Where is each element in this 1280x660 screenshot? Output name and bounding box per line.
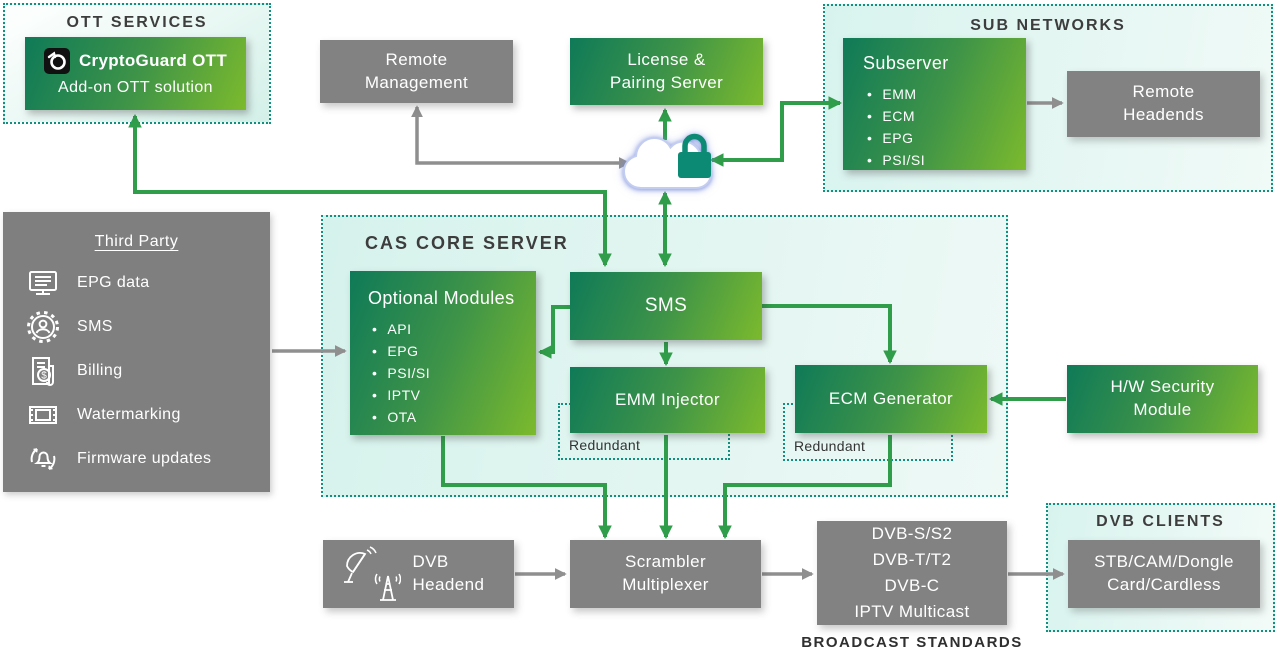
- hw-security-module-box: H/W Security Module: [1067, 365, 1258, 433]
- third-party-item-label: Firmware updates: [77, 450, 212, 467]
- license-pairing-server-box: License & Pairing Server: [570, 38, 763, 105]
- cryptoguard-logo-icon: [43, 48, 70, 75]
- arrow-ott-sms: [128, 113, 612, 268]
- dvb-headend-box: DVB Headend: [323, 540, 514, 608]
- subserver-item: EMM: [863, 83, 917, 105]
- optional-module-item: EPG: [368, 340, 418, 362]
- cloud-lock-icon: [622, 133, 713, 189]
- satellite-dish-antenna-icon: [343, 546, 401, 601]
- broadcast-standard-line: IPTV Multicast: [854, 602, 970, 621]
- cryptoguard-ott-box: CryptoGuard OTT Add-on OTT solution: [25, 37, 246, 110]
- third-party-item-watermarking: Watermarking: [3, 393, 270, 437]
- optional-modules-box: Optional Modules API EPG PSI/SI IPTV OTA: [350, 271, 536, 435]
- third-party-title: Third Party: [94, 233, 179, 250]
- arrow-optional-modules-scrambler: [441, 436, 612, 540]
- redundant-label: Redundant: [794, 438, 866, 454]
- broadcast-standards-box: DVB-S/S2 DVB-T/T2 DVB-C IPTV Multicast: [817, 521, 1007, 625]
- third-party-item-label: Billing: [77, 362, 123, 379]
- third-party-item-billing: $ Billing: [3, 349, 270, 393]
- subserver-item: ECM: [863, 105, 915, 127]
- secure-cloud: [615, 122, 719, 205]
- remote-headends-label: Remote Headends: [1123, 82, 1204, 124]
- remote-management-label: Remote Management: [364, 49, 469, 92]
- epg-data-icon: [29, 271, 57, 295]
- third-party-item-label: EPG data: [77, 274, 150, 291]
- subserver-item: PSI/SI: [863, 149, 925, 171]
- third-party-item-firmware: Firmware updates: [3, 437, 270, 481]
- redundant-label: Redundant: [569, 437, 641, 453]
- subserver-title: Subserver: [863, 53, 949, 73]
- third-party-item-sms: SMS: [3, 305, 270, 349]
- arrow-cloud-subserver: [709, 96, 843, 167]
- remote-headends-box: Remote Headends: [1067, 71, 1260, 137]
- optional-module-item: OTA: [368, 406, 417, 428]
- dvb-headend-label: DVB Headend: [412, 552, 485, 594]
- third-party-item-label: Watermarking: [77, 406, 181, 423]
- third-party-item-epg: EPG data: [3, 261, 270, 305]
- svg-text:$: $: [41, 371, 47, 382]
- cryptoguard-brand: CryptoGuard OTT: [78, 50, 228, 70]
- ott-services-title: OTT SERVICES: [66, 14, 208, 31]
- optional-module-item: API: [368, 318, 411, 340]
- scrambler-multiplexer-box: Scrambler Multiplexer: [570, 540, 761, 608]
- sms-box: SMS: [570, 272, 762, 340]
- arrow-sms-optional-modules: [537, 305, 570, 359]
- sms-gear-icon: [27, 311, 59, 343]
- sms-label: SMS: [644, 295, 688, 317]
- optional-module-item: IPTV: [368, 384, 421, 406]
- firmware-updates-icon: [30, 448, 56, 470]
- third-party-box: Third Party EPG data: [3, 212, 270, 492]
- broadcast-standard-line: DVB-S/S2: [871, 524, 953, 543]
- ott-subtitle: Add-on OTT solution: [58, 79, 213, 97]
- emm-injector-label: EMM Injector: [615, 389, 720, 409]
- billing-icon: $: [32, 357, 54, 386]
- hw-security-module-label: H/W Security Module: [1110, 377, 1215, 419]
- sub-networks-title: SUB NETWORKS: [970, 17, 1126, 34]
- watermarking-icon: [29, 406, 57, 424]
- remote-management-box: Remote Management: [320, 40, 513, 103]
- license-pairing-label: License & Pairing Server: [609, 49, 724, 92]
- optional-modules-title: Optional Modules: [368, 288, 515, 308]
- arrow-sms-ecm-generator: [762, 304, 897, 365]
- broadcast-standard-line: DVB-T/T2: [872, 550, 952, 569]
- ecm-generator-label: ECM Generator: [828, 388, 954, 408]
- stb-cam-dongle-label: STB/CAM/Dongle Card/Cardless: [1094, 552, 1234, 594]
- optional-module-item: PSI/SI: [368, 362, 430, 384]
- scrambler-multiplexer-label: Scrambler Multiplexer: [622, 552, 709, 594]
- stb-cam-dongle-box: STB/CAM/Dongle Card/Cardless: [1068, 540, 1260, 608]
- dvb-clients-title: DVB CLIENTS: [1096, 513, 1225, 530]
- emm-injector-box: EMM Injector: [570, 367, 765, 433]
- arrow-ecm-scrambler: [718, 435, 892, 540]
- broadcast-standards-caption: BROADCAST STANDARDS: [801, 634, 1023, 651]
- subserver-item: EPG: [863, 127, 913, 149]
- arrow-remote-mgmt-cloud: [411, 105, 631, 169]
- third-party-item-label: SMS: [77, 318, 113, 335]
- broadcast-standard-line: DVB-C: [884, 576, 940, 595]
- ecm-generator-box: ECM Generator: [795, 365, 987, 433]
- subserver-box: Subserver EMM ECM EPG PSI/SI: [843, 38, 1026, 170]
